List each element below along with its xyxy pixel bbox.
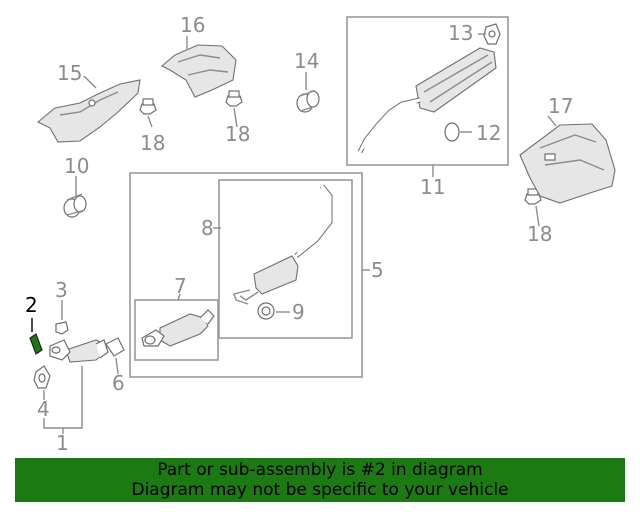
group-box-8 [218, 179, 353, 339]
callout-18-a: 18 [140, 131, 165, 155]
callout-18-c: 18 [527, 222, 552, 246]
part-4-hanger [33, 365, 51, 389]
part-6-gasket [105, 337, 125, 357]
group-box-7 [134, 299, 219, 361]
callout-14: 14 [294, 49, 319, 73]
callout-18-b: 18 [225, 122, 250, 146]
part-1-front-pipe [49, 339, 109, 363]
part-3-nut [55, 321, 69, 335]
callout-6: 6 [112, 371, 125, 395]
part-18-nut-a [139, 98, 157, 115]
callout-8: 8 [201, 216, 214, 240]
part-13-hanger [483, 23, 501, 45]
part-18-nut-b [225, 90, 243, 107]
part-12-grommet [444, 122, 460, 142]
part-17-heat-shield [519, 123, 616, 204]
part-11-rear-muffler [357, 47, 497, 154]
leader-lines [31, 33, 557, 434]
callout-5: 5 [371, 258, 384, 282]
banner-line-2: Diagram may not be specific to your vehi… [131, 480, 509, 500]
banner-line-1: Part or sub-assembly is #2 in diagram [157, 460, 483, 480]
callout-2[interactable]: 2 [25, 293, 38, 317]
callout-17: 17 [548, 94, 573, 118]
callout-11: 11 [420, 175, 445, 199]
part-14-clamp [296, 90, 320, 113]
callout-3: 3 [55, 278, 68, 302]
callout-15: 15 [57, 61, 82, 85]
part-2-gasket-highlighted[interactable] [29, 333, 43, 355]
part-16-heat-shield [161, 44, 237, 98]
part-9-gasket [257, 302, 275, 320]
callout-1: 1 [56, 431, 69, 455]
group-box-11 [346, 16, 509, 166]
callout-7: 7 [174, 274, 187, 298]
part-8-center-pipe [233, 184, 333, 305]
callout-13: 13 [448, 21, 473, 45]
callout-12: 12 [476, 121, 501, 145]
callout-9: 9 [292, 300, 305, 324]
group-box-5 [129, 172, 363, 378]
part-15-heat-shield [36, 79, 141, 143]
callout-16: 16 [180, 13, 205, 37]
callout-10: 10 [64, 154, 89, 178]
part-7-catalytic-converter [141, 309, 215, 347]
callout-4: 4 [37, 397, 50, 421]
info-banner: Part or sub-assembly is #2 in diagram Di… [15, 458, 625, 502]
part-10-clamp [63, 193, 87, 218]
